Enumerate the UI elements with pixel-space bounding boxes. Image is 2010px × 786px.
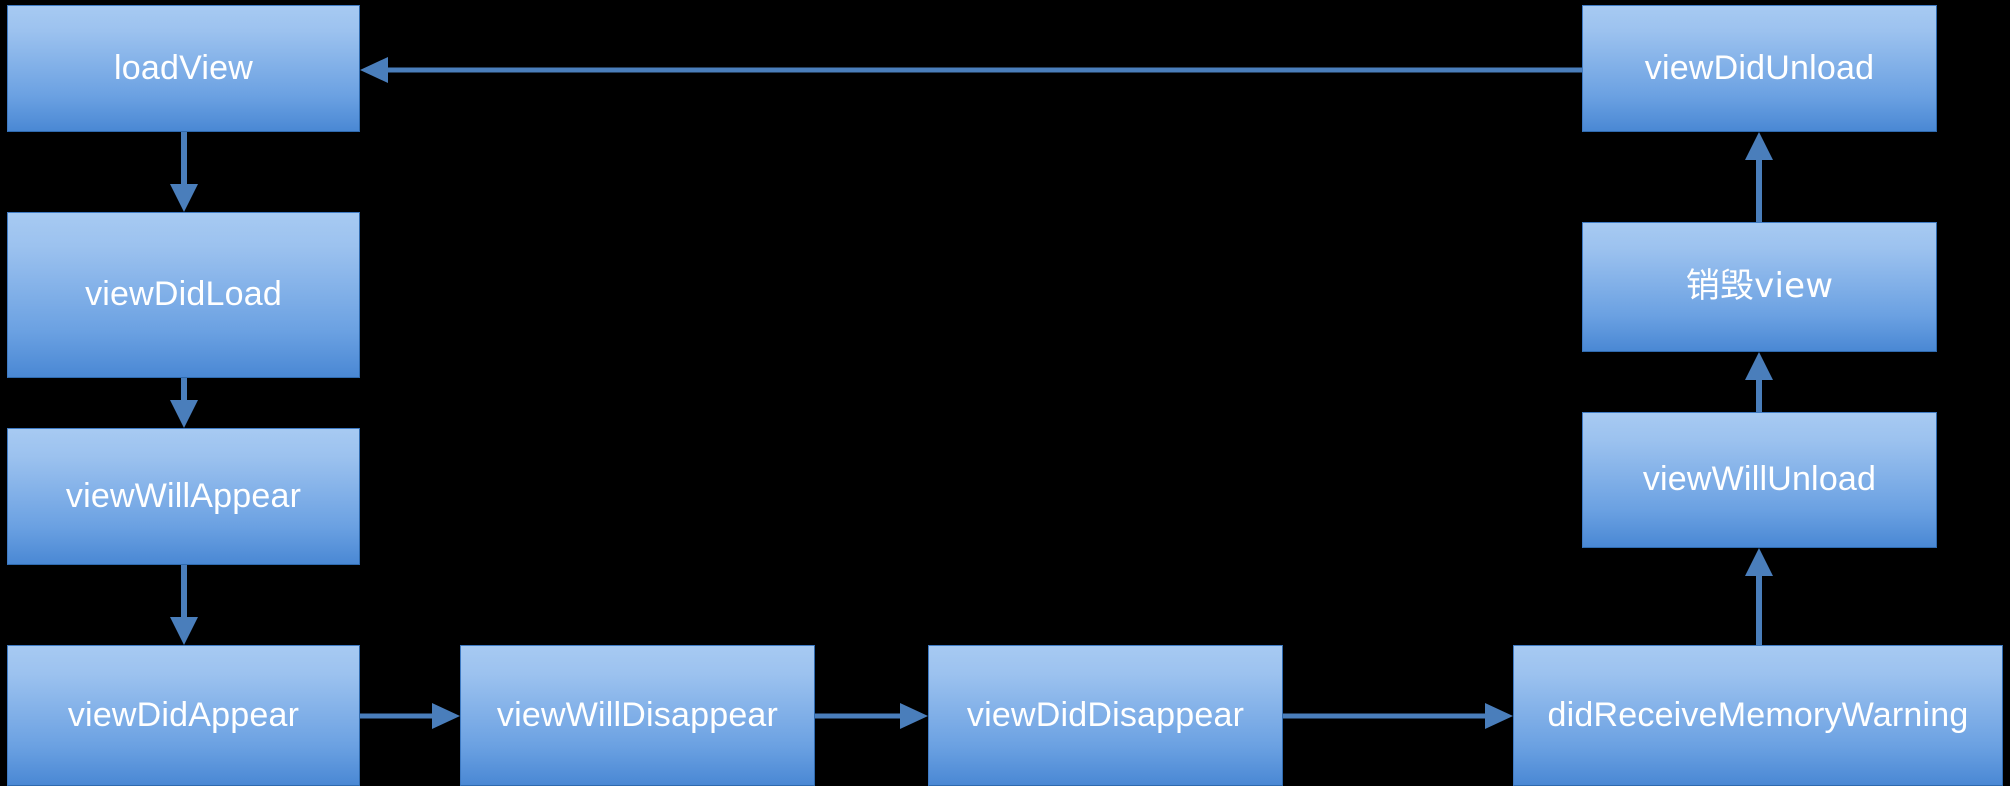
node-label-view-did-load: viewDidLoad	[85, 275, 282, 314]
node-label-view-did-unload: viewDidUnload	[1644, 48, 1875, 87]
node-label-view-did-disappear: viewDidDisappear	[966, 695, 1245, 734]
node-view-did-appear[interactable]: viewDidAppear	[7, 645, 360, 786]
node-load-view[interactable]: loadView	[7, 5, 360, 132]
node-label-view-will-disappear: viewWillDisappear	[496, 695, 779, 734]
node-label-destroy-view: 销毁view	[1685, 266, 1834, 307]
node-view-will-appear[interactable]: viewWillAppear	[7, 428, 360, 565]
node-view-will-unload[interactable]: viewWillUnload	[1582, 412, 1937, 548]
node-did-receive-memory-warning[interactable]: didReceiveMemoryWarning	[1513, 645, 2003, 786]
node-label-view-will-unload: viewWillUnload	[1642, 460, 1877, 499]
node-label-did-receive-memory-warning: didReceiveMemoryWarning	[1547, 695, 1969, 734]
node-label-view-did-appear: viewDidAppear	[67, 695, 300, 734]
node-view-will-disappear[interactable]: viewWillDisappear	[460, 645, 815, 786]
node-view-did-disappear[interactable]: viewDidDisappear	[928, 645, 1283, 786]
node-label-view-will-appear: viewWillAppear	[65, 476, 302, 515]
node-view-did-unload[interactable]: viewDidUnload	[1582, 5, 1937, 132]
node-label-load-view: loadView	[114, 48, 253, 87]
node-destroy-view[interactable]: 销毁view	[1582, 222, 1937, 352]
node-view-did-load[interactable]: viewDidLoad	[7, 212, 360, 378]
